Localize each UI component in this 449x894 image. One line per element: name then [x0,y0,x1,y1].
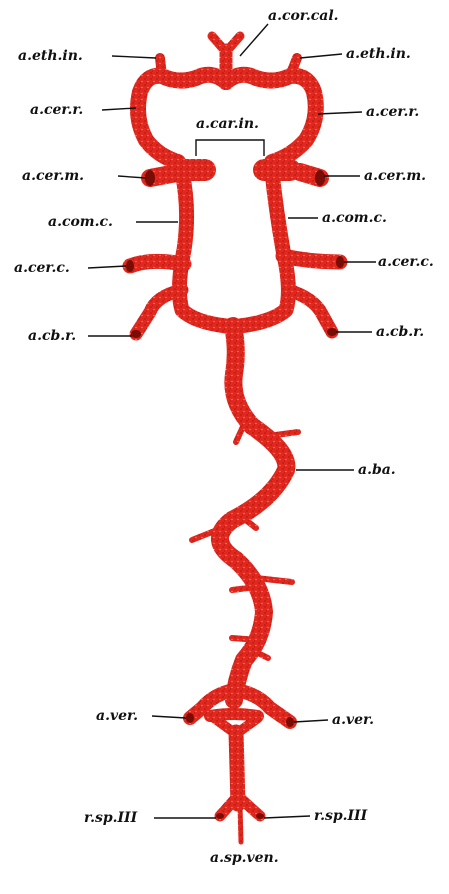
leader-eth-in-right [300,54,342,58]
vessel-com-c-left [179,172,226,326]
labels: a.cor.cal. a.eth.in. a.eth.in. a.cer.r. … [14,8,434,866]
leader-sp-iii-right [264,816,310,818]
leader-cer-c-left [88,266,126,268]
label-sp-iii-right: r.sp.III [314,808,368,824]
label-cer-r-left: a.cer.r. [30,102,83,118]
vessel-sp-iii-left [220,798,236,816]
label-cer-c-right: a.cer.c. [378,254,434,270]
label-cer-m-left: a.cer.m. [22,168,84,184]
label-eth-in-right: a.eth.in. [346,46,411,62]
vessel-ba-twig-5 [256,578,292,582]
vessel-cer-c-left [130,261,184,266]
vessel-cor-cal-fork-right [226,36,240,52]
cap-sp-iii-left [216,813,224,819]
label-cer-c-left: a.cer.c. [14,260,70,276]
vessel-ba [220,326,286,700]
label-car-in: a.car.in. [196,116,259,132]
label-com-c-right: a.com.c. [322,210,387,226]
leader-ver-right [294,720,328,722]
leader-ver-left [152,716,186,718]
label-sp-ven: a.sp.ven. [210,850,279,866]
vessel-eth-in-right [290,58,297,76]
label-cor-cal: a.cor.cal. [268,8,339,24]
label-ba: a.ba. [358,462,396,478]
label-cer-m-right: a.cer.m. [364,168,426,184]
cap-cer-c-right [336,256,344,268]
vessel-eth-in-left [160,58,162,76]
label-sp-iii-left: r.sp.III [84,810,138,826]
cap-sp-iii-right [256,813,264,819]
cap-cb-r-right [327,328,337,336]
vessel-sp-ven [240,806,241,842]
label-ver-left: a.ver. [96,708,138,724]
leader-car-in [196,140,264,156]
vessel-cb-r-right [288,290,332,332]
label-eth-in-left: a.eth.in. [18,48,83,64]
leader-eth-in-left [112,56,156,58]
cap-cer-m-right [315,170,325,186]
label-cb-r-left: a.cb.r. [28,328,76,344]
label-cer-r-right: a.cer.r. [366,104,419,120]
cap-ver-left [186,713,194,723]
vessel-ba-twig-2 [268,432,298,436]
label-com-c-left: a.com.c. [48,214,113,230]
label-ver-right: a.ver. [332,712,374,728]
cap-cer-c-left [126,260,134,272]
vessel-ba-twig-6 [232,588,248,590]
leader-cer-r-right [318,112,362,114]
cap-ver-right [286,717,294,727]
vessel-sp-iii-right [240,798,260,816]
leader-cor-cal [240,24,268,56]
cap-cer-m-left [145,170,155,186]
label-cb-r-right: a.cb.r. [376,324,424,340]
cap-cb-r-left [131,330,141,338]
vessel-ba-twig-7 [232,638,258,640]
vessel-cer-c-right [283,256,340,262]
